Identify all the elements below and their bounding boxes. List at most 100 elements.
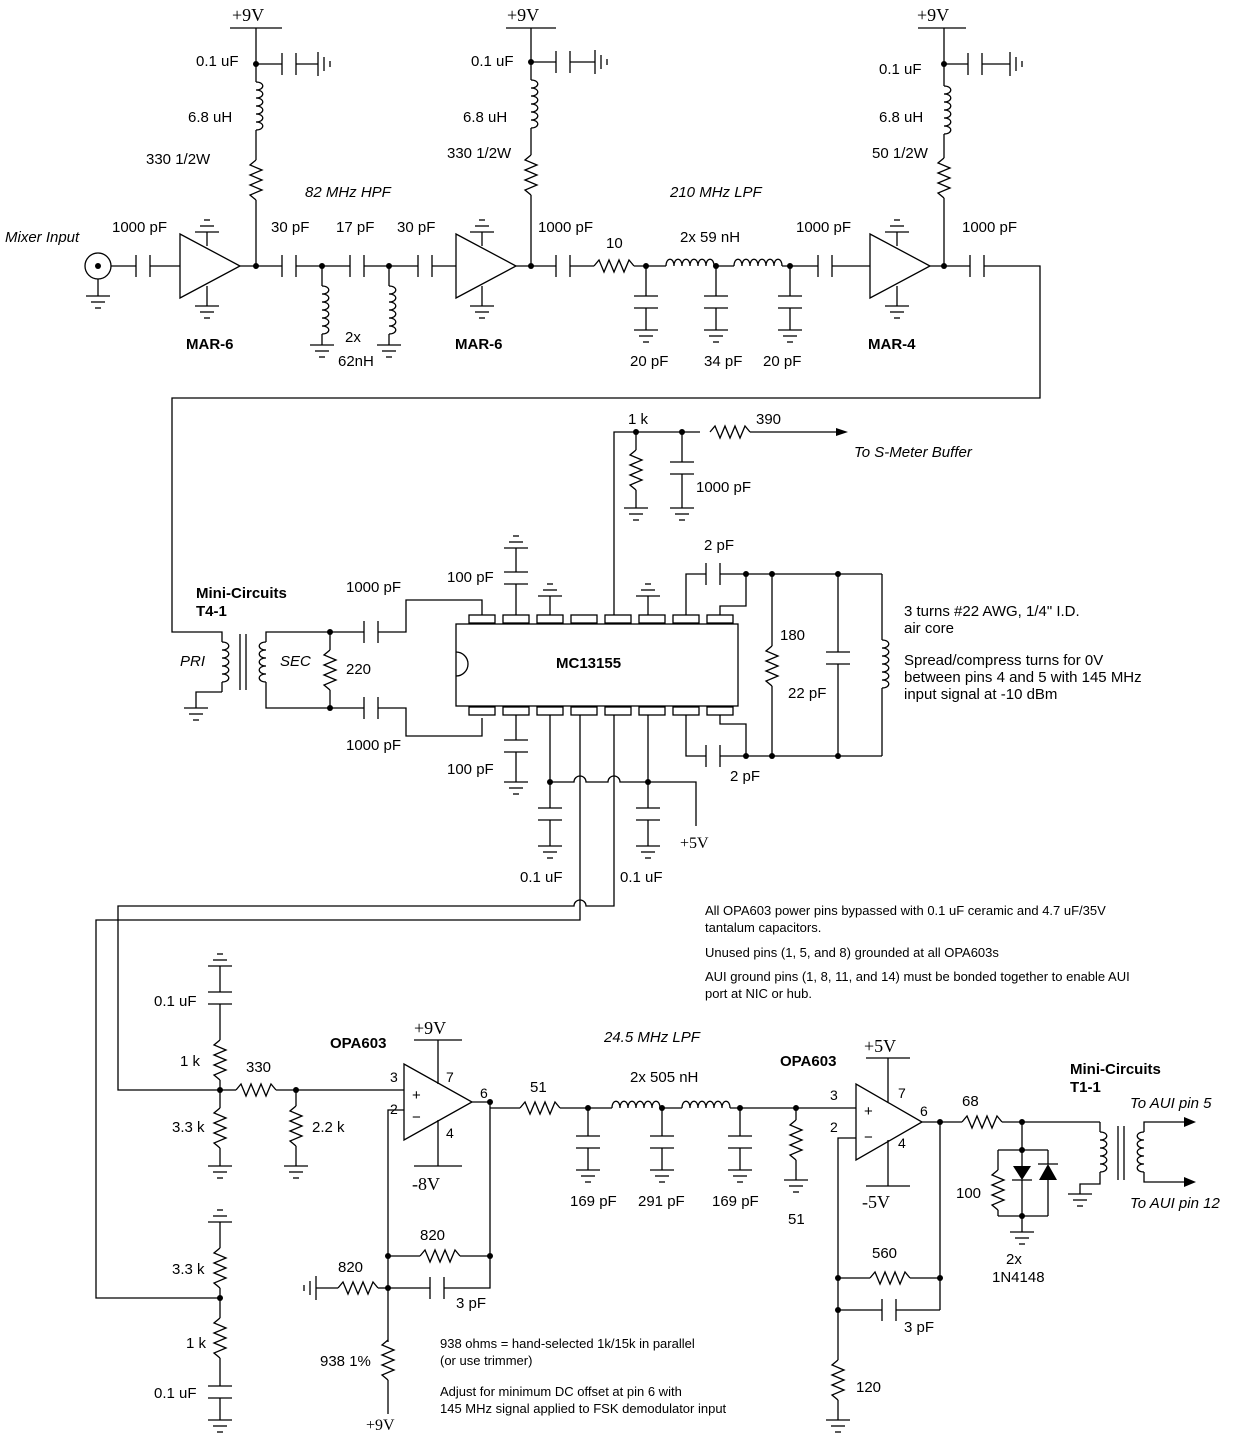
output-network: 68 100 2x 1N4148 [956, 1093, 1100, 1286]
svg-text:input signal at -10 dBm: input signal at -10 dBm [904, 686, 1057, 703]
bias-network-1 [249, 28, 331, 265]
note-938: 938 ohms = hand-selected 1k/15k in paral… [440, 1336, 727, 1416]
svg-text:-8V: -8V [412, 1174, 440, 1194]
divider-top: 0.1 uF 1 k 3.3 k [154, 953, 233, 1179]
svg-text:−: − [412, 1109, 421, 1126]
svg-text:100 pF: 100 pF [447, 569, 494, 586]
svg-text:tantalum capacitors.: tantalum capacitors. [705, 920, 821, 935]
svg-text:between pins 4 and 5 with 145: between pins 4 and 5 with 145 MHz [904, 669, 1142, 686]
svg-text:169 pF: 169 pF [570, 1193, 617, 1210]
label-c-30b: 30 pF [397, 219, 435, 236]
svg-text:2: 2 [830, 1119, 838, 1135]
svg-text:291 pF: 291 pF [638, 1193, 685, 1210]
svg-text:7: 7 [898, 1085, 906, 1101]
amp-mar4: MAR-4 [868, 219, 932, 353]
svg-text:100 pF: 100 pF [447, 761, 494, 778]
svg-text:2 pF: 2 pF [704, 537, 734, 554]
svg-text:0.1 uF: 0.1 uF [154, 993, 197, 1010]
svg-text:AUI ground pins (1, 8, 11, and: AUI ground pins (1, 8, 11, and 14) must … [705, 969, 1130, 984]
svg-text:2x: 2x [1006, 1251, 1022, 1268]
svg-text:−: − [864, 1129, 873, 1146]
svg-text:820: 820 [338, 1259, 363, 1276]
svg-text:2x: 2x [345, 329, 361, 346]
svg-text:390: 390 [756, 411, 781, 428]
bias-network-3 [937, 28, 1023, 265]
svg-text:20 pF: 20 pF [630, 353, 668, 370]
resistor-220: 220 [323, 632, 371, 708]
transformer-t1-1: Mini-Circuits T1-1 To AUI pin 5 To AUI p… [1067, 1061, 1220, 1212]
supply-9v-2: +9V [506, 5, 556, 29]
svg-text:0.1 uF: 0.1 uF [154, 1385, 197, 1402]
svg-text:4: 4 [898, 1135, 906, 1151]
svg-text:air core: air core [904, 620, 954, 637]
svg-text:MC13155: MC13155 [556, 655, 621, 672]
svg-text:MAR-6: MAR-6 [186, 336, 234, 353]
feedback-network-2: 560 3 pF 120 [825, 1122, 943, 1433]
svg-text:+5V: +5V [864, 1036, 896, 1056]
svg-text:938 ohms = hand-selected 1k/15: 938 ohms = hand-selected 1k/15k in paral… [440, 1336, 695, 1351]
wire-rf-to-t4 [171, 265, 1041, 642]
svg-text:(or use trimmer): (or use trimmer) [440, 1353, 532, 1368]
label-c-out3: 1000 pF [962, 219, 1017, 236]
mixer-input-connector: Mixer Input [5, 229, 180, 309]
svg-text:MAR-4: MAR-4 [868, 336, 916, 353]
svg-text:2 pF: 2 pF [730, 768, 760, 785]
svg-text:2x 505 nH: 2x 505 nH [630, 1069, 698, 1086]
svg-text:-5V: -5V [862, 1192, 890, 1212]
svg-text:7: 7 [446, 1069, 454, 1085]
feedback-network-1: 820 3 pF 820 938 1% +9V [303, 1102, 493, 1434]
notes-block: All OPA603 power pins bypassed with 0.1 … [705, 903, 1130, 1001]
smeter-network: 1 k 1000 pF 390 To S-Meter Buffer [613, 411, 973, 615]
svg-text:Spread/compress turns for 0V: Spread/compress turns for 0V [904, 652, 1103, 669]
svg-text:820: 820 [420, 1227, 445, 1244]
label-c-bot: 1000 pF [346, 737, 401, 754]
svg-text:3.3 k: 3.3 k [172, 1119, 205, 1136]
svg-text:220: 220 [346, 661, 371, 678]
label-cap-bypass-1: 0.1 uF [196, 53, 239, 70]
svg-text:+5V: +5V [680, 835, 709, 852]
svg-text:22 pF: 22 pF [788, 685, 826, 702]
label-c-in: 1000 pF [112, 219, 167, 236]
svg-text:120: 120 [856, 1379, 881, 1396]
hpf-label: 82 MHz HPF [305, 184, 392, 201]
label-c-30a: 30 pF [271, 219, 309, 236]
svg-text:62nH: 62nH [338, 353, 374, 370]
amp-mar6-1: MAR-6 [179, 219, 242, 353]
svg-text:To AUI pin 12: To AUI pin 12 [1130, 1195, 1220, 1212]
svg-text:+9V: +9V [232, 5, 264, 25]
svg-text:3: 3 [830, 1087, 838, 1103]
svg-text:1 k: 1 k [180, 1053, 201, 1070]
svg-text:3.3 k: 3.3 k [172, 1261, 205, 1278]
svg-text:+9V: +9V [917, 5, 949, 25]
svg-text:All OPA603 power pins bypassed: All OPA603 power pins bypassed with 0.1 … [705, 903, 1106, 918]
svg-text:T1-1: T1-1 [1070, 1079, 1101, 1096]
svg-text:169 pF: 169 pF [712, 1193, 759, 1210]
label-r-330: 330 [246, 1059, 271, 1076]
svg-text:Mini-Circuits: Mini-Circuits [196, 585, 287, 602]
label-cap-bypass-3: 0.1 uF [879, 61, 922, 78]
svg-text:145 MHz signal applied to FSK: 145 MHz signal applied to FSK demodulato… [440, 1401, 727, 1416]
label-c-in3: 1000 pF [796, 219, 851, 236]
svg-text:6: 6 [920, 1103, 928, 1119]
svg-text:51: 51 [788, 1211, 805, 1228]
label-r-10: 10 [606, 235, 623, 252]
svg-text:+9V: +9V [507, 5, 539, 25]
svg-text:4: 4 [446, 1125, 454, 1141]
ic-mc13155: MC13155 [455, 614, 739, 716]
svg-text:20 pF: 20 pF [763, 353, 801, 370]
label-cap-bypass-2: 0.1 uF [471, 53, 514, 70]
supply-9v-1: +9V [230, 5, 282, 29]
coil-notes: 3 turns #22 AWG, 1/4" I.D. air core Spre… [904, 603, 1142, 703]
svg-text:1N4148: 1N4148 [992, 1269, 1045, 1286]
svg-text:Mixer Input: Mixer Input [5, 229, 80, 246]
svg-text:To S-Meter Buffer: To S-Meter Buffer [854, 444, 973, 461]
resistor-2-2k: 2.2 k [283, 1090, 345, 1179]
label-res-1: 330 1/2W [146, 151, 211, 168]
svg-text:+9V: +9V [414, 1018, 446, 1038]
label-c-17: 17 pF [336, 219, 374, 236]
svg-text:3 turns #22 AWG, 1/4" I.D.: 3 turns #22 AWG, 1/4" I.D. [904, 603, 1080, 620]
lpf-label-2: 24.5 MHz LPF [603, 1029, 701, 1046]
svg-text:port at NIC or hub.: port at NIC or hub. [705, 986, 812, 1001]
svg-text:+: + [864, 1103, 873, 1120]
